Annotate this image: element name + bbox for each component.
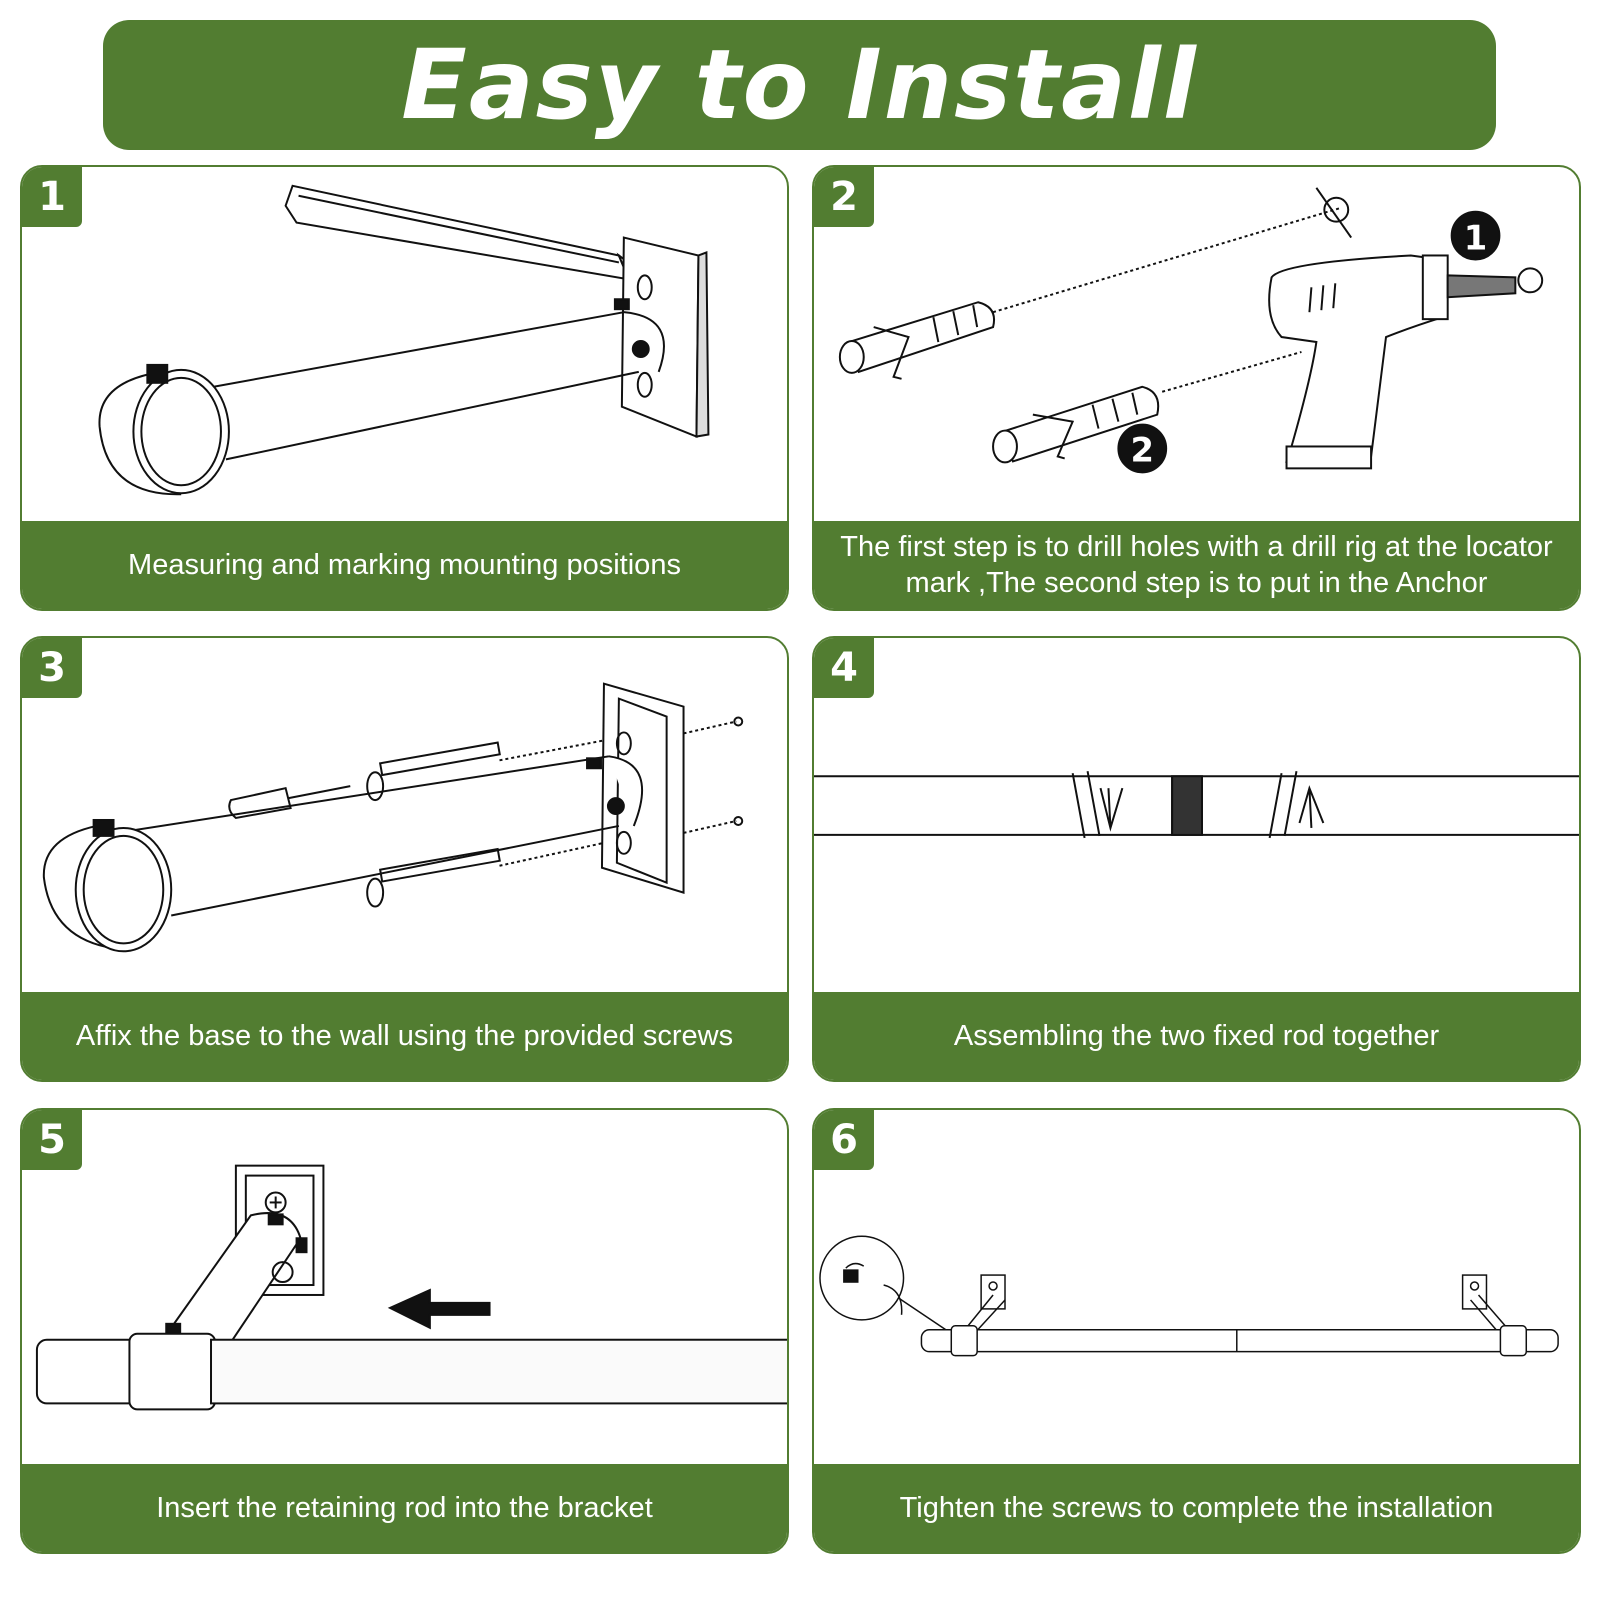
step-card-4: 4 Assembling the two fixed rod together — [812, 636, 1581, 1082]
step-caption: Affix the base to the wall using the pro… — [22, 992, 787, 1080]
step-marker-1: 1 — [1464, 219, 1488, 258]
step-caption: Assembling the two fixed rod together — [814, 992, 1579, 1080]
step-card-1: 1 Measuring and marking mounting positio… — [20, 165, 789, 611]
step-card-6: 6 Tighten the screws to complete the ins… — [812, 1108, 1581, 1554]
step-caption: Tighten the screws to complete the insta… — [814, 1464, 1579, 1552]
rod-joining-illustration — [814, 771, 1579, 839]
rod-insertion-illustration — [35, 1164, 787, 1411]
completed-rod-illustration — [819, 1235, 1559, 1357]
step-number-badge: 4 — [814, 638, 874, 698]
step-number-badge: 3 — [22, 638, 82, 698]
step-caption: The first step is to drill holes with a … — [814, 521, 1579, 609]
step-number-badge: 5 — [22, 1110, 82, 1170]
step-number-badge: 6 — [814, 1110, 874, 1170]
step-number-badge: 2 — [814, 167, 874, 227]
title-banner: Easy to Install — [103, 20, 1496, 150]
bracket-marking-illustration — [98, 184, 710, 496]
step-number-badge: 1 — [22, 167, 82, 227]
screw-fixing-illustration — [42, 682, 744, 953]
step-card-2: 2 1 2 The first step is to dr — [812, 165, 1581, 611]
step-marker-2: 2 — [1131, 430, 1155, 469]
page-title: Easy to Install — [401, 29, 1198, 141]
step-caption: Insert the retaining rod into the bracke… — [22, 1464, 787, 1552]
drill-and-anchor-illustration: 1 2 — [838, 187, 1544, 474]
step-caption: Measuring and marking mounting positions — [22, 521, 787, 609]
step-card-3: 3 Affix the base to the wall using the p… — [20, 636, 789, 1082]
step-card-5: 5 Insert the retaining rod into the brac… — [20, 1108, 789, 1554]
